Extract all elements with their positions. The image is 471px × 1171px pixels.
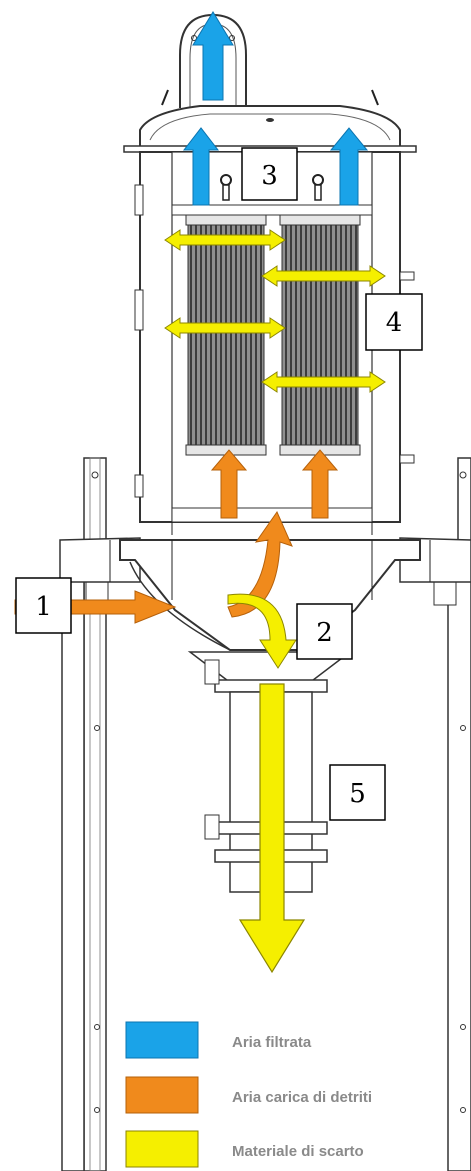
callout-5: 5 (329, 764, 386, 821)
pulse-arrow-right-top (261, 265, 386, 287)
legend-swatch-filtered-air (125, 1021, 199, 1059)
svg-text:2: 2 (316, 618, 333, 648)
debris-air-arrow-left (210, 449, 248, 519)
pulse-arrow-left-bottom (164, 317, 286, 339)
support-frame (61, 457, 471, 1171)
callout-4: 4 (365, 293, 423, 351)
lifting-eye-left (220, 174, 232, 201)
legend: Aria filtrata Aria carica di detriti Mat… (125, 1021, 372, 1168)
filter-cartridge-left (185, 214, 267, 456)
filtered-air-arrow-right (329, 127, 369, 206)
waste-discharge-arrow (238, 683, 306, 974)
debris-air-rising-arrow (227, 510, 293, 618)
debris-air-arrow-right (301, 449, 339, 519)
waste-curve-arrow (227, 593, 297, 669)
filter-cartridge-right (279, 214, 361, 456)
pulse-arrow-left-top (164, 229, 286, 251)
svg-text:1: 1 (35, 592, 52, 622)
legend-label-filtered-air: Aria filtrata (232, 1034, 312, 1051)
legend-label-debris-air: Aria carica di detriti (232, 1089, 372, 1106)
lifting-eye-right (312, 174, 324, 201)
pulse-arrow-right-bottom (261, 371, 386, 393)
legend-swatch-waste (125, 1130, 199, 1168)
svg-text:3: 3 (261, 161, 278, 191)
callout-3: 3 (241, 147, 298, 201)
svg-text:5: 5 (349, 779, 366, 809)
legend-label-waste: Materiale di scarto (232, 1143, 364, 1160)
filtered-air-arrow-left (182, 127, 220, 206)
callout-1: 1 (15, 577, 72, 634)
filtered-air-arrow-top (192, 11, 234, 101)
legend-swatch-debris-air (125, 1076, 199, 1114)
callout-2: 2 (296, 603, 353, 660)
filter-housing-lid (123, 89, 417, 153)
svg-text:4: 4 (386, 308, 403, 338)
